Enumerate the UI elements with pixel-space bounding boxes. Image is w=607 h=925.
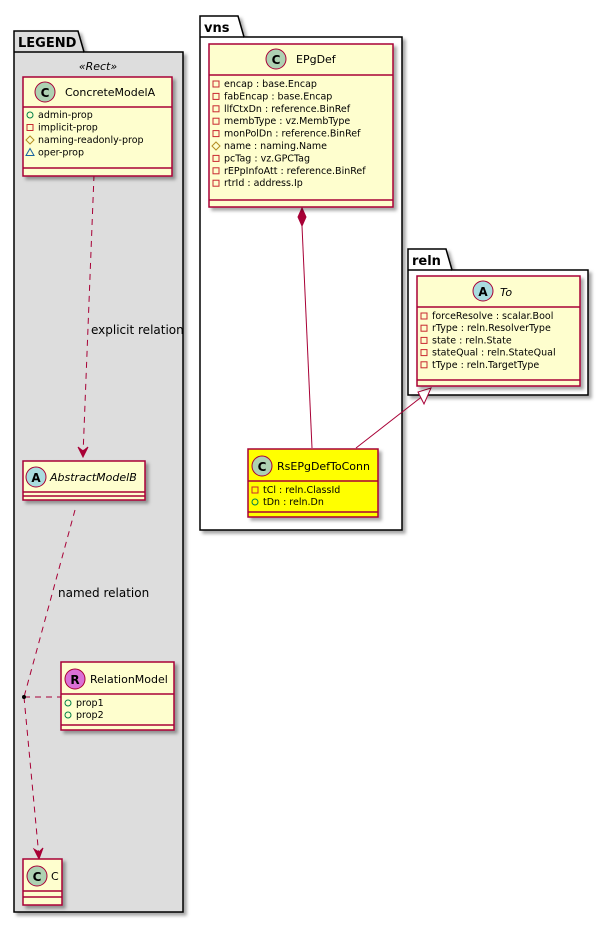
class-c-icon xyxy=(34,81,56,103)
class-attribute: pcTag : vz.GPCTag xyxy=(224,153,310,164)
class-attribute: tType : reln.TargetType xyxy=(432,360,539,371)
class-c[interactable]: C C xyxy=(22,858,63,906)
class-attribute: forceResolve : scalar.Bool xyxy=(432,311,553,322)
private-visibility-icon xyxy=(420,361,428,369)
class-attribute: rtrId : address.Ip xyxy=(224,178,303,189)
public-visibility-icon xyxy=(26,111,34,119)
class-attribute: stateQual : reln.StateQual xyxy=(432,348,556,359)
class-attribute: encap : base.Encap xyxy=(224,79,317,90)
private-visibility-icon xyxy=(420,312,428,320)
relation-label-explicit: explicit relation xyxy=(91,323,184,337)
svg-text:C: C xyxy=(272,53,281,67)
package-legend-title: LEGEND xyxy=(18,36,77,51)
class-attribute: naming-readonly-prop xyxy=(38,135,144,146)
protected-visibility-icon xyxy=(211,141,221,151)
svg-text:C: C xyxy=(33,870,42,884)
protected-visibility-icon xyxy=(25,135,35,145)
private-visibility-icon xyxy=(212,179,220,187)
private-visibility-icon xyxy=(212,105,220,113)
class-name: To xyxy=(500,286,512,299)
private-visibility-icon xyxy=(212,167,220,175)
class-attribute: oper-prop xyxy=(38,148,84,159)
class-name: RsEPgDefToConn xyxy=(277,460,370,473)
class-attribute: monPolDn : reference.BinRef xyxy=(224,129,361,140)
relation-inheritance xyxy=(355,387,432,449)
composition-diamond-icon xyxy=(297,206,307,228)
package-reln-title: reln xyxy=(412,254,441,269)
private-visibility-icon xyxy=(212,117,220,125)
class-attribute: membType : vz.MembType xyxy=(224,116,350,127)
private-visibility-icon xyxy=(26,124,34,131)
relation-explicit: explicit relation xyxy=(77,174,184,459)
inheritance-triangle-icon xyxy=(417,387,432,406)
relation-named: named relation xyxy=(22,509,149,861)
svg-text:C: C xyxy=(41,86,50,100)
abstract-a-icon xyxy=(472,280,494,302)
class-abstractmodelb[interactable]: A AbstractModelB xyxy=(22,460,146,501)
class-attribute: fabEncap : base.Encap xyxy=(224,91,332,102)
svg-text:R: R xyxy=(70,673,79,687)
class-attribute: rEPpInfoAtt : reference.BinRef xyxy=(224,166,366,177)
public-visibility-icon xyxy=(251,498,259,506)
class-name: EPgDef xyxy=(296,53,337,66)
package-vns-title: vns xyxy=(204,21,230,36)
svg-text:C: C xyxy=(258,460,267,474)
private-visibility-icon xyxy=(212,80,220,88)
class-concretemodela[interactable]: C ConcreteModelA admin-prop implicit-prop… xyxy=(22,76,173,177)
relation-composition xyxy=(297,206,313,449)
arrow-head-icon xyxy=(32,847,44,861)
class-name: C xyxy=(51,870,59,883)
class-attribute: llfCtxDn : reference.BinRef xyxy=(224,104,351,115)
private-visibility-icon xyxy=(420,349,428,357)
class-attribute: implicit-prop xyxy=(38,123,98,134)
relation-label-named: named relation xyxy=(58,586,149,600)
class-attribute: tCl : reln.ClassId xyxy=(263,485,340,496)
svg-text:A: A xyxy=(31,471,41,485)
class-attribute: rType : reln.ResolverType xyxy=(432,323,551,334)
class-attribute: admin-prop xyxy=(38,110,93,121)
legend-stereotype: «Rect» xyxy=(79,60,118,73)
private-visibility-icon xyxy=(212,154,220,162)
class-c-icon xyxy=(265,48,287,70)
public-visibility-icon xyxy=(64,711,72,719)
class-name: AbstractModelB xyxy=(49,471,137,484)
private-visibility-icon xyxy=(251,486,259,494)
class-attribute: name : naming.Name xyxy=(224,141,327,152)
class-attribute: tDn : reln.Dn xyxy=(263,497,324,508)
private-visibility-icon xyxy=(212,130,220,138)
private-visibility-icon xyxy=(212,92,220,100)
class-name: RelationModel xyxy=(90,673,168,686)
arrow-head-icon xyxy=(77,446,89,459)
svg-text:A: A xyxy=(478,285,488,299)
class-attribute: state : reln.State xyxy=(432,335,512,346)
private-visibility-icon xyxy=(420,336,428,344)
abstract-a-icon xyxy=(25,466,47,488)
relation-r-icon xyxy=(64,668,86,690)
class-c-icon xyxy=(251,455,273,477)
private-visibility-icon xyxy=(420,324,428,332)
package-visibility-icon xyxy=(25,147,35,156)
class-attribute: prop1 xyxy=(76,698,104,709)
class-attribute: prop2 xyxy=(76,710,104,721)
class-c-icon xyxy=(26,865,48,887)
association-point-icon xyxy=(22,695,26,699)
public-visibility-icon xyxy=(64,699,72,707)
class-name: ConcreteModelA xyxy=(65,86,156,99)
